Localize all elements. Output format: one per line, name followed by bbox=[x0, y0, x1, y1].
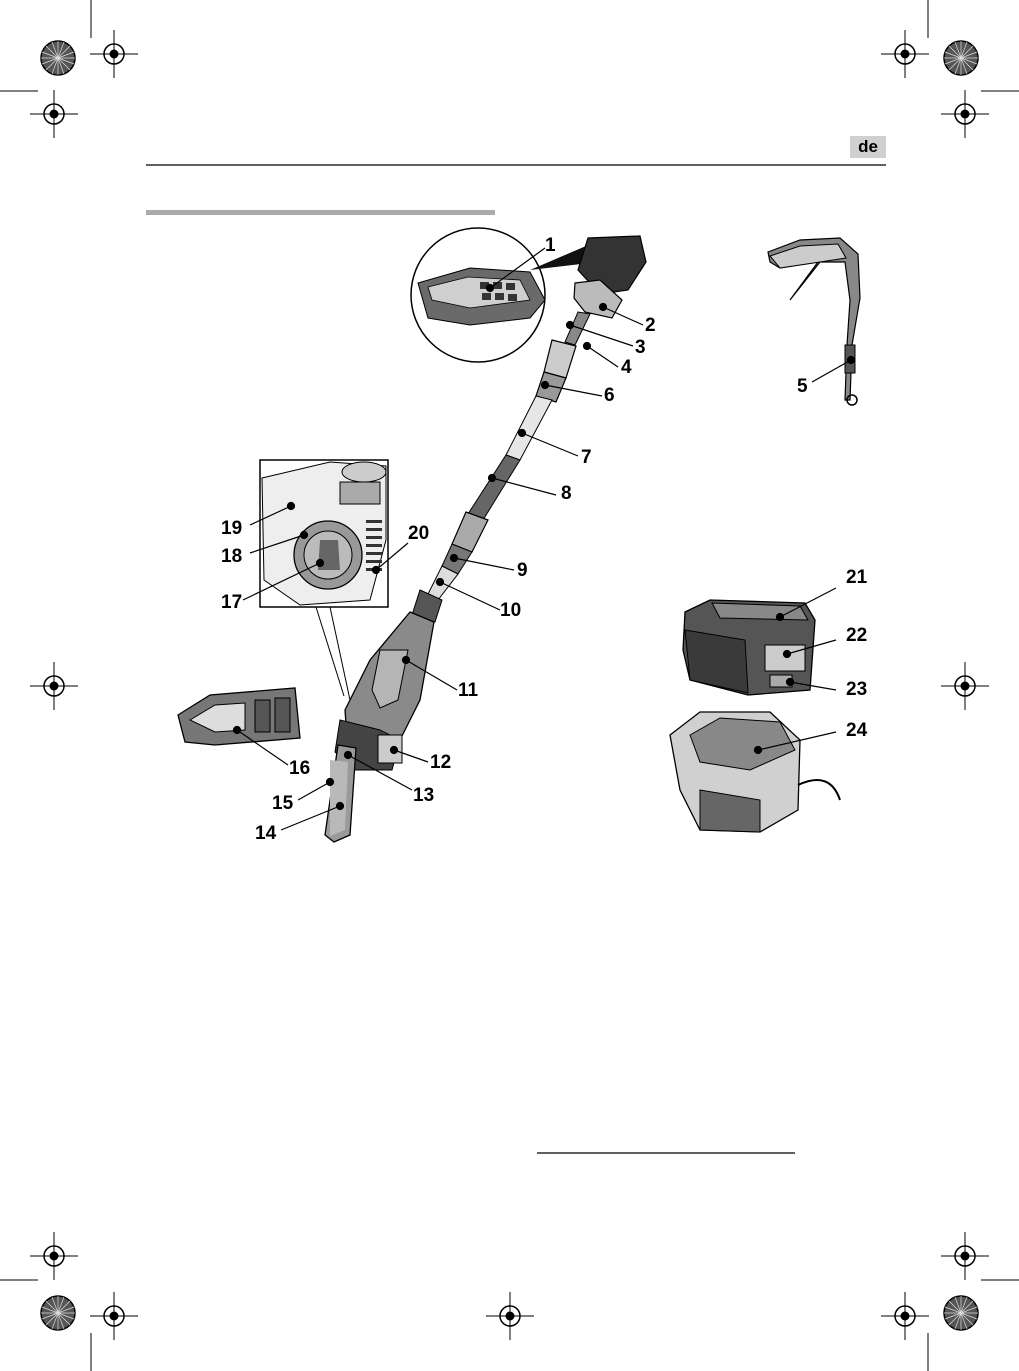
callout-label: 12 bbox=[430, 753, 451, 773]
callout-label: 6 bbox=[604, 386, 615, 406]
callout-label: 19 bbox=[221, 519, 242, 539]
chain-guard bbox=[178, 688, 300, 745]
callout-label: 16 bbox=[289, 759, 310, 779]
callout-label: 4 bbox=[621, 358, 632, 378]
callout-label: 11 bbox=[458, 681, 478, 701]
callout-label: 5 bbox=[797, 377, 808, 397]
callout-label: 8 bbox=[561, 484, 572, 504]
callout-label: 9 bbox=[517, 561, 528, 581]
callout-label: 7 bbox=[581, 448, 592, 468]
callout-label: 13 bbox=[413, 786, 434, 806]
callout-label: 15 bbox=[272, 794, 293, 814]
callout-label: 18 bbox=[221, 547, 242, 567]
callout-label: 22 bbox=[846, 626, 867, 646]
battery-pack bbox=[683, 600, 815, 695]
callout-label: 2 bbox=[645, 316, 656, 336]
callout-label: 3 bbox=[635, 338, 646, 358]
callout-label: 23 bbox=[846, 680, 867, 700]
shoulder-strap bbox=[768, 238, 860, 405]
callout-label: 10 bbox=[500, 601, 521, 621]
language-badge: de bbox=[850, 136, 886, 158]
callout-label: 17 bbox=[221, 593, 242, 613]
callout-label: 24 bbox=[846, 721, 867, 741]
charger bbox=[670, 712, 840, 832]
callout-label: 14 bbox=[255, 824, 276, 844]
callout-label: 1 bbox=[545, 236, 556, 256]
callout-label: 21 bbox=[846, 568, 867, 588]
callout-label: 20 bbox=[408, 524, 429, 544]
